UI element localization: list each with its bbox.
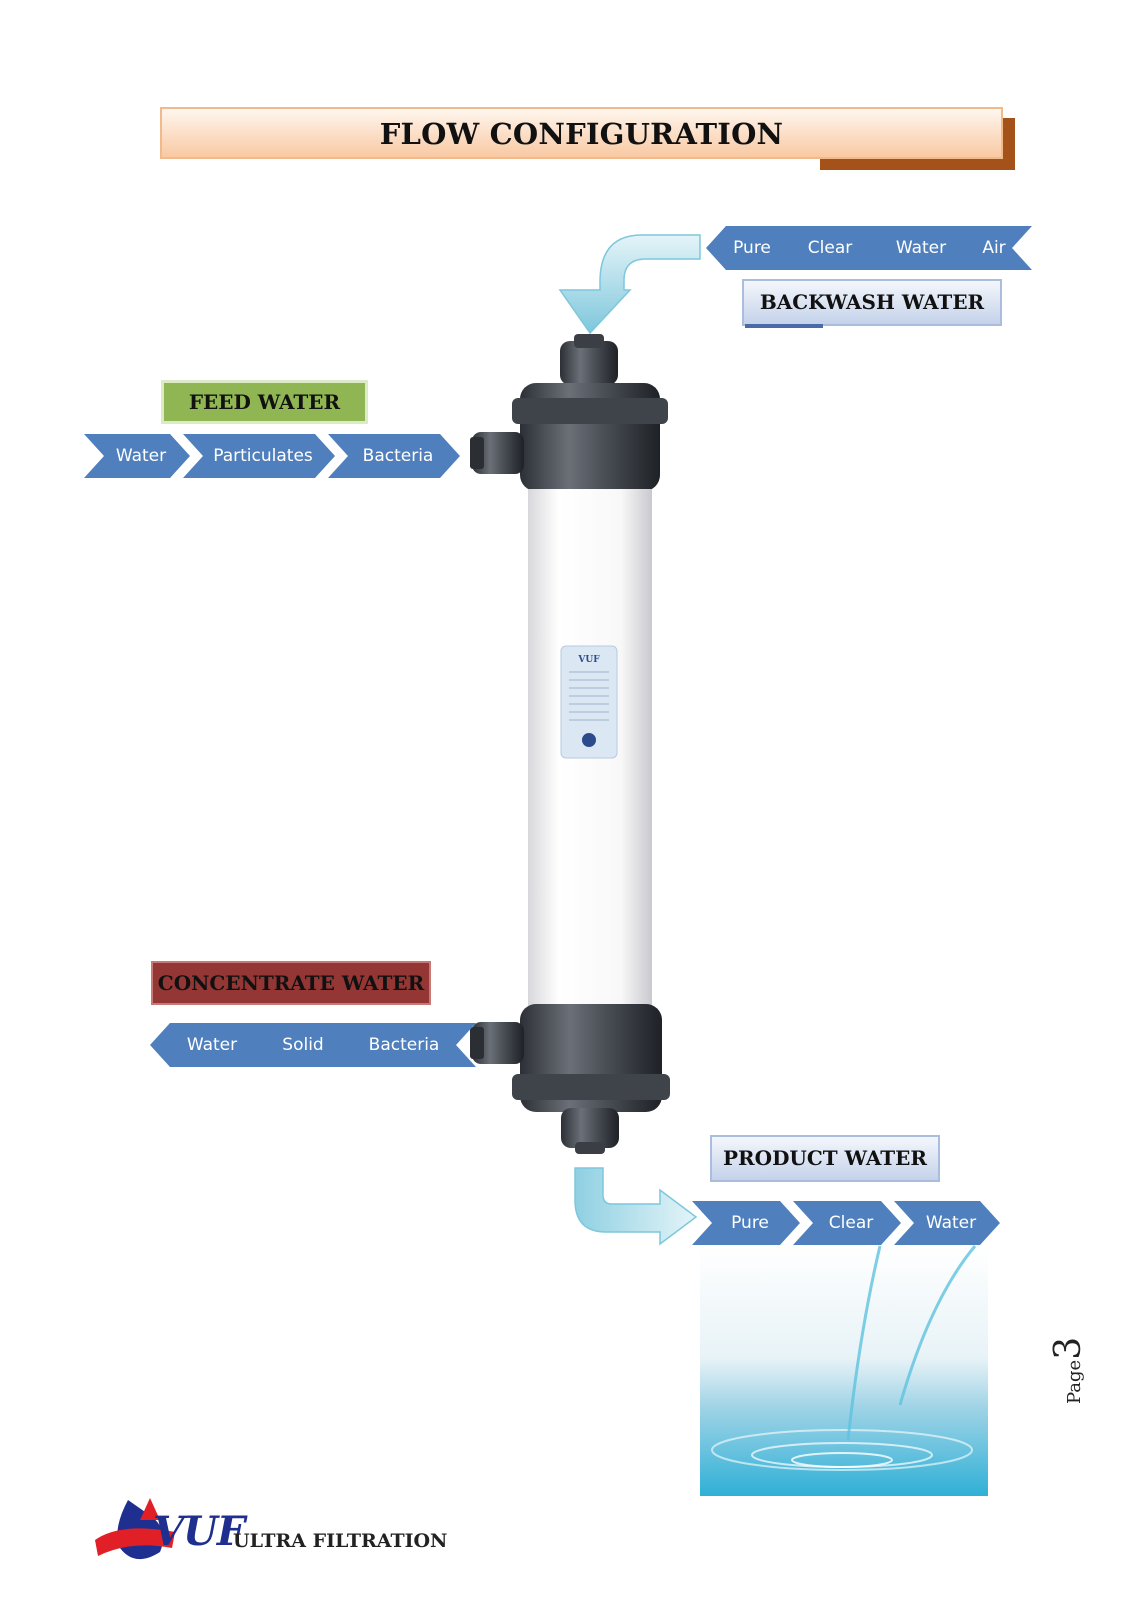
product-outlet-arrow: [574, 1167, 698, 1246]
page-title: FLOW CONFIGURATION: [379, 117, 784, 151]
concentrate-water-label: CONCENTRATE WATER: [151, 961, 431, 1005]
feed-chevron: Water: [84, 434, 190, 478]
vuf-logo: [95, 1498, 175, 1560]
backwash-water-label: BACKWASH WATER: [742, 279, 1002, 326]
concentrate-chevron: Bacteria: [332, 1023, 476, 1067]
feed-water-label: FEED WATER: [161, 380, 368, 424]
feed-chevron: Bacteria: [328, 434, 460, 478]
title-banner: FLOW CONFIGURATION: [160, 107, 1003, 159]
page-number: Page3: [1048, 1337, 1089, 1404]
feed-chevron: Particulates: [183, 434, 335, 478]
logo-wordmark: VUF: [153, 1508, 245, 1555]
svg-text:VUF: VUF: [577, 655, 600, 665]
water-splash-image: [700, 1244, 988, 1496]
page-label-text: Page: [1064, 1359, 1085, 1404]
page-number-value: 3: [1048, 1336, 1089, 1360]
backwash-label-accent: [745, 324, 823, 328]
brand-name: ULTRA FILTRATION: [233, 1530, 448, 1552]
uf-membrane-module: VUF: [470, 334, 670, 1154]
concentrate-chevron: Solid: [250, 1023, 356, 1067]
backwash-inlet-arrow: [558, 234, 701, 335]
product-water-label: PRODUCT WATER: [710, 1135, 940, 1182]
